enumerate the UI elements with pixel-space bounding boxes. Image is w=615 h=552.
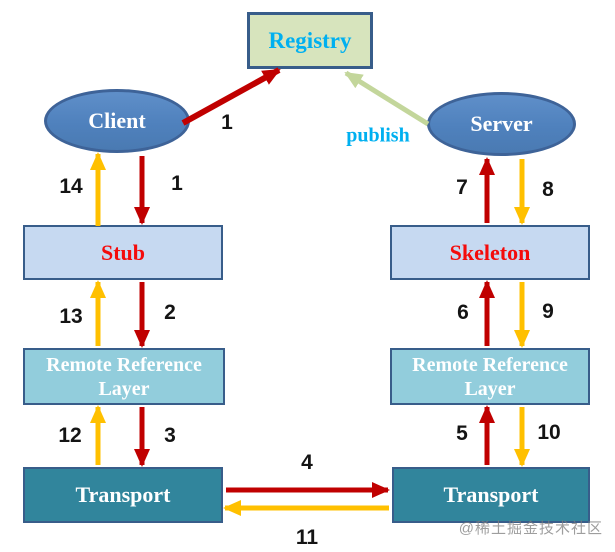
node-stub: Stub xyxy=(23,225,223,280)
edge-label-4: 4 xyxy=(301,451,313,474)
edge-label-1-lookup: 1 xyxy=(221,111,233,134)
node-server: Server xyxy=(427,92,576,156)
edge-label-9: 9 xyxy=(542,300,554,323)
node-skeleton: Skeleton xyxy=(390,225,590,280)
edge-label-8: 8 xyxy=(542,178,554,201)
edge-label-13: 13 xyxy=(59,305,83,328)
node-transport-left: Transport xyxy=(23,467,223,523)
edge-label-1: 1 xyxy=(171,172,183,195)
arrow-server-publish-to-registry xyxy=(344,70,430,127)
edge-label-2: 2 xyxy=(164,301,176,324)
node-transport-right: Transport xyxy=(392,467,590,523)
publish-label: publish xyxy=(346,124,410,147)
edge-label-7: 7 xyxy=(456,176,468,199)
node-remote-reference-layer-left: Remote Reference Layer xyxy=(23,348,225,405)
node-registry: Registry xyxy=(247,12,373,69)
edge-label-14: 14 xyxy=(59,175,83,198)
node-client: Client xyxy=(44,89,190,153)
edge-label-12: 12 xyxy=(58,424,82,447)
watermark: @稀土掘金技术社区 xyxy=(458,520,603,537)
edge-label-3: 3 xyxy=(164,424,176,447)
edge-label-5: 5 xyxy=(456,422,468,445)
edge-label-10: 10 xyxy=(537,421,561,444)
edge-label-11: 11 xyxy=(295,526,319,549)
node-remote-reference-layer-right: Remote Reference Layer xyxy=(390,348,590,405)
edge-label-6: 6 xyxy=(457,301,469,324)
